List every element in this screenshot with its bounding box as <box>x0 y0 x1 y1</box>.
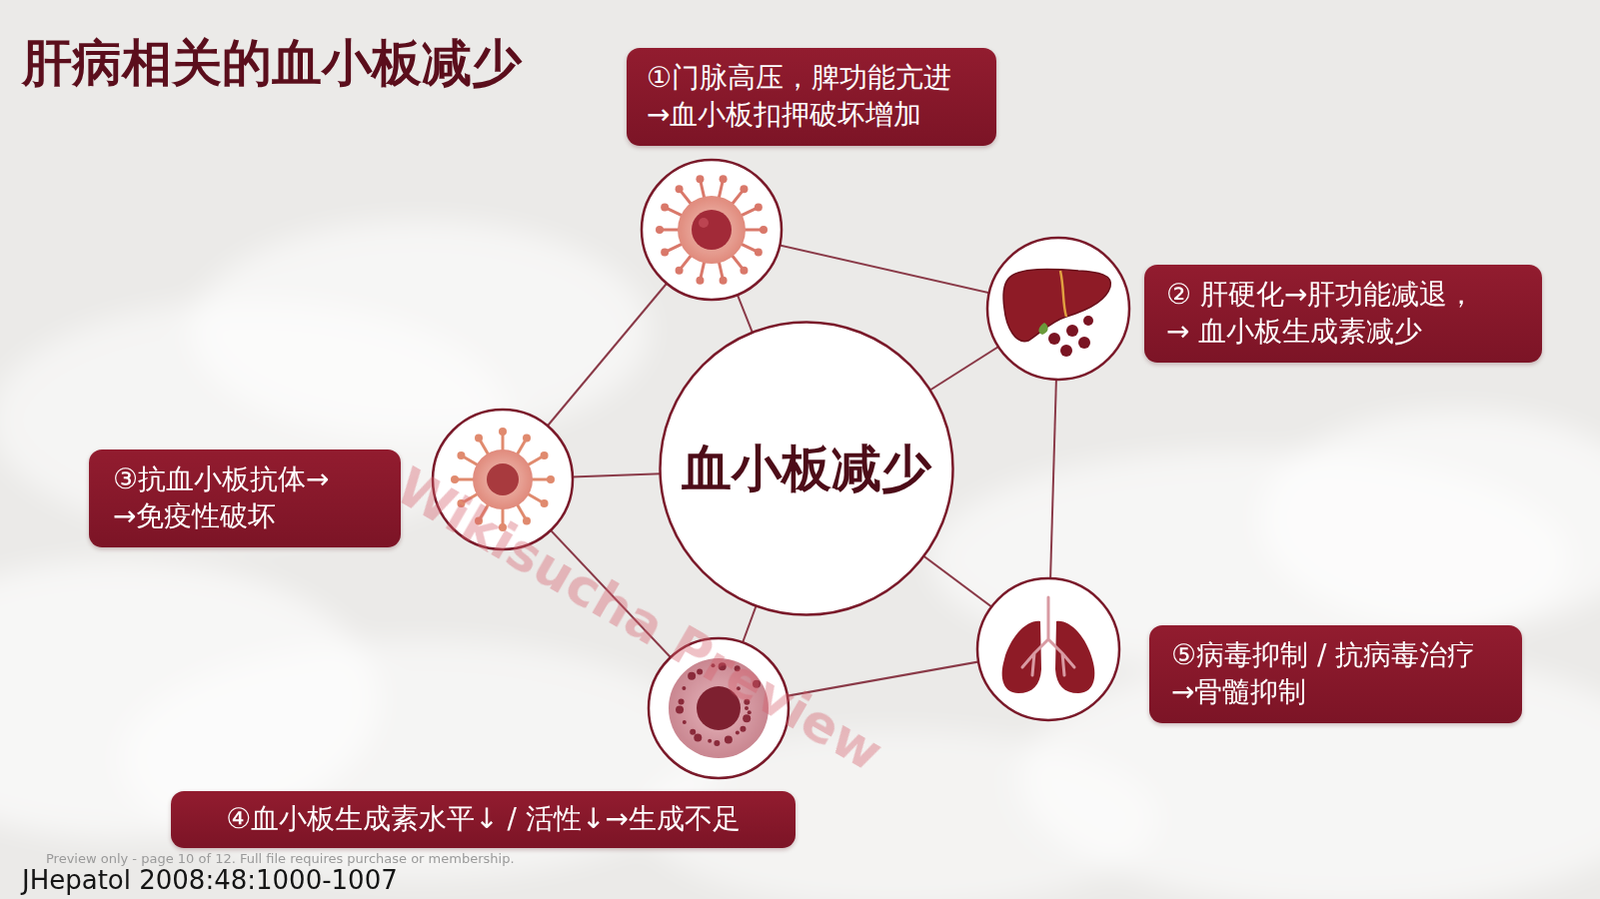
spike <box>462 456 479 466</box>
granule <box>724 735 733 744</box>
circle-shape <box>660 322 954 616</box>
liver-icon <box>987 237 1130 380</box>
spike <box>516 439 526 456</box>
lungs-icon <box>977 578 1120 721</box>
granule <box>681 686 686 691</box>
cause-text: ③抗血小板抗体→ →免疫性破坏 <box>112 461 353 536</box>
spike <box>731 190 743 205</box>
spike <box>526 493 543 503</box>
spike-tip <box>695 174 704 183</box>
spike-tip <box>739 184 748 193</box>
spike-tip <box>739 266 748 275</box>
spike <box>479 439 489 456</box>
spike-tip <box>546 475 555 484</box>
granule <box>744 706 749 711</box>
spike-tip <box>522 433 531 442</box>
cause-text: ①门脉高压，脾功能亢进 →血小板扣押破坏增加 <box>646 59 973 134</box>
center-label: 血小板减少 <box>681 435 932 503</box>
granule <box>710 663 715 668</box>
spike-tip <box>498 427 507 436</box>
cause-box: ①门脉高压，脾功能亢进 →血小板扣押破坏增加 <box>626 47 997 146</box>
granule <box>739 726 746 733</box>
spike-tip <box>660 202 669 211</box>
granule <box>742 714 751 723</box>
megakaryocyte-icon <box>648 638 789 779</box>
granule <box>689 729 696 736</box>
spike <box>661 228 680 232</box>
spike-tip <box>719 276 728 285</box>
spike-tip <box>456 451 465 460</box>
spike-tip <box>719 174 728 183</box>
spike-tip <box>675 266 684 275</box>
cause-box: ③抗血小板抗体→ →免疫性破坏 <box>88 449 401 548</box>
center-circle: 血小板减少 <box>658 320 955 617</box>
spike-tip <box>675 184 684 193</box>
spike-tip <box>522 517 531 526</box>
cause-text: ⑤病毒抑制 / 抗病毒治疗 →骨髓抑制 <box>1171 637 1496 712</box>
spike <box>700 260 705 279</box>
spike-tip <box>660 248 669 257</box>
spike <box>718 180 723 199</box>
spike <box>666 207 683 216</box>
spike-tip <box>540 451 549 460</box>
cause-text: ② 肝硬化→肝功能减退， → 血小板生成素减少 <box>1166 276 1503 351</box>
granule <box>693 733 702 742</box>
granule <box>747 710 752 715</box>
spike <box>740 243 757 252</box>
spike <box>743 228 762 232</box>
spike <box>479 503 489 520</box>
cause-text: ④血小板生成素水平↓ / 活性↓→生成不足 <box>190 801 776 839</box>
spike <box>530 478 549 482</box>
leader-lines <box>502 229 1059 709</box>
spike <box>700 180 705 199</box>
spike-tip <box>695 276 704 285</box>
spike <box>680 254 692 269</box>
spike <box>740 207 757 216</box>
spike <box>501 507 505 526</box>
spike <box>718 260 723 279</box>
spike-tip <box>759 225 768 234</box>
cloud-background <box>0 219 1600 899</box>
granule <box>734 665 741 672</box>
spike-tip <box>754 202 763 211</box>
granule <box>696 669 703 676</box>
preview-note: Preview only - page 10 of 12. Full file … <box>45 851 515 867</box>
spike-tip <box>498 523 507 532</box>
spike-tip <box>754 248 763 257</box>
spike <box>666 243 683 252</box>
granule <box>675 706 684 715</box>
antibody-cell-icon <box>432 409 573 550</box>
reference-note: JHepatol 2008:48:1000-1007 <box>21 865 398 896</box>
granule <box>718 662 727 671</box>
spike <box>501 433 505 452</box>
granule <box>682 720 687 725</box>
spike <box>456 478 475 482</box>
spike-tip <box>450 475 459 484</box>
cause-box: ② 肝硬化→肝功能减退， → 血小板生成素减少 <box>1144 264 1543 363</box>
spike <box>526 456 543 466</box>
spike-tip <box>540 499 549 508</box>
granule <box>687 672 696 681</box>
spike <box>731 254 743 269</box>
spike-tip <box>456 499 465 508</box>
spike <box>680 190 692 205</box>
granule <box>678 698 685 705</box>
cause-box: ④血小板生成素水平↓ / 活性↓→生成不足 <box>170 791 796 849</box>
spike-tip <box>474 517 483 526</box>
title: 肝病相关的血小板减少 <box>21 29 522 97</box>
granule <box>713 740 720 747</box>
spike-tip <box>655 225 664 234</box>
granule <box>736 686 741 691</box>
virus-icon <box>641 159 782 300</box>
granule <box>707 739 712 744</box>
granule <box>752 680 761 689</box>
spike <box>516 503 526 520</box>
granule <box>735 731 740 736</box>
spike-tip <box>474 433 483 442</box>
granule <box>743 699 750 706</box>
spike <box>462 493 479 503</box>
cause-box: ⑤病毒抑制 / 抗病毒治疗 →骨髓抑制 <box>1149 625 1523 724</box>
